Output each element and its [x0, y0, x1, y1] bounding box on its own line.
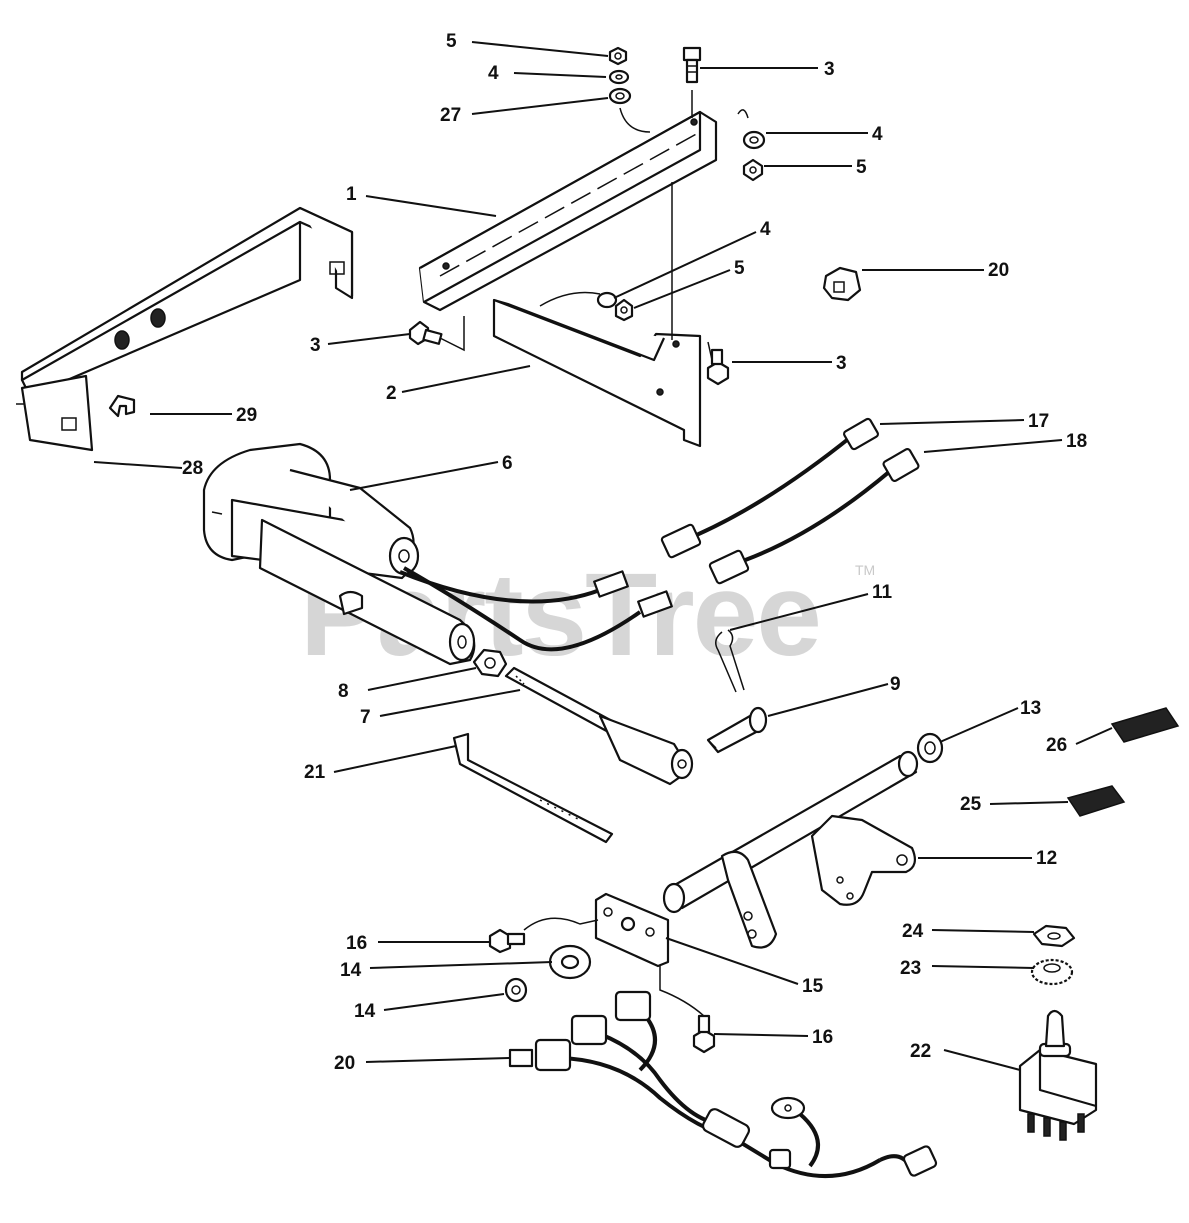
part-24-nut[interactable] — [1032, 924, 1076, 948]
part-8-nut[interactable] — [472, 648, 508, 678]
callout-4: 4 — [872, 124, 883, 145]
callout-7: 7 — [360, 707, 371, 728]
part-28-bracket[interactable] — [16, 206, 354, 452]
fastener-washer-27[interactable] — [608, 87, 632, 105]
leader-lines — [93, 41, 1113, 1071]
callout-19: 20 — [988, 260, 1009, 281]
callout-29: 29 — [236, 405, 257, 426]
callout-1: 1 — [346, 184, 357, 205]
part-18-jumper[interactable] — [708, 447, 920, 585]
callout-24: 24 — [902, 921, 924, 942]
part-19-grommet[interactable] — [822, 266, 862, 302]
callout-23: 23 — [900, 958, 921, 979]
fastener-washer-4-top[interactable] — [608, 69, 630, 85]
fastener-washer-4-mid[interactable] — [596, 291, 618, 309]
callout-5: 5 — [446, 31, 457, 52]
part-25-decal[interactable] — [1066, 785, 1126, 817]
part-13-washer[interactable] — [548, 944, 592, 980]
part-12-washer[interactable] — [916, 732, 944, 764]
callout-14: 14 — [354, 1001, 376, 1022]
fastener-washer-4-right[interactable] — [742, 130, 766, 150]
part-14-lock-washer[interactable] — [504, 977, 528, 1003]
callout-3: 3 — [310, 335, 321, 356]
callout-11: 12 — [1036, 848, 1057, 869]
callout-18: 18 — [1066, 431, 1087, 452]
watermark-tm: TM — [855, 562, 875, 578]
callout-28: 28 — [182, 458, 203, 479]
callout-8: 8 — [338, 681, 349, 702]
callout-4: 4 — [488, 63, 499, 84]
part-21-strap[interactable] — [452, 732, 614, 844]
part-2-bracket[interactable] — [492, 298, 702, 448]
part-22-toggle-switch[interactable] — [1018, 1009, 1098, 1141]
callout-27: 27 — [440, 105, 461, 126]
callout-17: 17 — [1028, 411, 1049, 432]
assembly-line-16 — [523, 917, 705, 1017]
callout-12: 13 — [1020, 698, 1041, 719]
callout-5: 5 — [856, 157, 867, 178]
fastener-nut-5-mid[interactable] — [614, 298, 634, 322]
callout-21: 21 — [304, 762, 326, 783]
callouts: 5 4 27 3 4 5 1 4 5 20 3 3 2 29 28 17 18 … — [182, 31, 1087, 1074]
callout-2: 2 — [386, 383, 397, 404]
part-10-cotter-pin[interactable] — [715, 629, 745, 693]
callout-10: 11 — [872, 582, 893, 603]
fastener-bolt-3-top[interactable] — [682, 46, 702, 84]
part-17-jumper[interactable] — [660, 417, 879, 559]
assembly-lines — [439, 90, 749, 361]
callout-25: 25 — [960, 794, 982, 815]
part-26-decal[interactable] — [1110, 707, 1180, 743]
fastener-bolt-3-left[interactable] — [408, 320, 443, 346]
callout-13: 14 — [340, 960, 362, 981]
callout-5: 5 — [734, 258, 745, 279]
part-6-wires — [399, 566, 673, 652]
part-1-channel[interactable] — [418, 110, 718, 312]
fastener-bolt-3-right[interactable] — [706, 348, 730, 386]
callout-3: 3 — [824, 59, 835, 80]
callout-4: 4 — [760, 219, 771, 240]
part-6-actuator[interactable] — [202, 442, 476, 666]
part-16-screw-left[interactable] — [488, 928, 526, 954]
callout-15: 15 — [802, 976, 824, 997]
fastener-nut-5-top[interactable] — [608, 46, 628, 66]
part-16-screw-right[interactable] — [692, 1014, 716, 1054]
part-11-shaft[interactable] — [662, 750, 919, 949]
callout-16: 16 — [346, 933, 367, 954]
fastener-nut-5-right[interactable] — [742, 158, 764, 182]
callout-26: 26 — [1046, 735, 1067, 756]
callout-9: 9 — [890, 674, 901, 695]
callout-16: 16 — [812, 1027, 833, 1048]
part-20-harness[interactable] — [508, 990, 938, 1179]
callout-22: 22 — [910, 1041, 931, 1062]
part-7-rod[interactable] — [504, 666, 694, 786]
part-23-lock-washer[interactable] — [1030, 958, 1074, 986]
callout-20: 20 — [334, 1053, 355, 1074]
part-29-clip[interactable] — [108, 394, 136, 418]
callout-6: 6 — [502, 453, 513, 474]
callout-3: 3 — [836, 353, 847, 374]
part-9-clevis-pin[interactable] — [706, 706, 768, 754]
part-15-plate[interactable] — [594, 892, 670, 968]
